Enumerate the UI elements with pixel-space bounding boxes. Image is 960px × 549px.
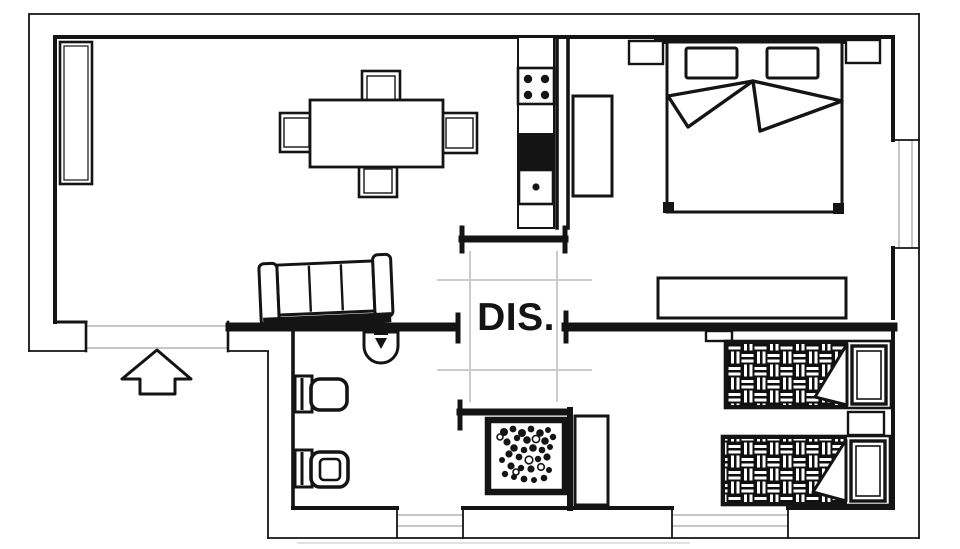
- dresser-icon: [656, 276, 848, 320]
- sofa-armrest: [257, 261, 281, 328]
- bedroom-double: [571, 35, 882, 320]
- bathroom: [293, 329, 569, 496]
- blanket-fold: [813, 342, 849, 407]
- nightstand-icon: [844, 38, 882, 65]
- sofa-back: [263, 312, 392, 328]
- windows-and-openings: [86, 140, 913, 544]
- bed-headboard: [654, 35, 846, 44]
- nightstand-icon: [846, 410, 886, 437]
- shower-pebbles-light: [496, 433, 546, 476]
- counter-black-section: [517, 133, 555, 170]
- living-dining-room: [58, 40, 479, 328]
- cooktop-icon: [516, 66, 556, 106]
- single-bed-icon: [723, 339, 893, 410]
- chair-icon: [278, 111, 315, 154]
- hallway-label: DIS.: [477, 296, 555, 339]
- chair-icon: [357, 164, 399, 199]
- toilet-icon: [293, 374, 349, 414]
- radiator-icon: [58, 40, 94, 186]
- outer-walls: [28, 13, 920, 539]
- bed-foot: [833, 203, 844, 214]
- dining-table-icon: [278, 69, 479, 199]
- entry-direction-arrow-icon: [120, 348, 193, 396]
- sofa-armrest: [371, 252, 395, 319]
- wardrobe-icon: [573, 414, 610, 507]
- single-bed-icon: [720, 434, 892, 507]
- bedroom-twin: [573, 339, 893, 507]
- chair-icon: [360, 69, 402, 104]
- tall-cabinet-icon: [571, 94, 614, 198]
- pillow-icon: [765, 46, 820, 80]
- pillow-icon: [684, 46, 739, 80]
- wall-pilaster: [704, 329, 734, 343]
- blanket-fold: [811, 438, 848, 503]
- sofa-cushions: [275, 259, 377, 317]
- washbasin-icon: [362, 329, 400, 365]
- hallway-guide-lines: [437, 251, 592, 402]
- bidet-icon: [293, 448, 350, 489]
- bed-foot: [663, 202, 674, 213]
- kitchen-sink-icon: [517, 168, 555, 206]
- sofa-icon: [257, 252, 395, 328]
- shower-icon: [484, 416, 569, 496]
- blanket-fold: [666, 79, 755, 129]
- nightstand-icon: [627, 39, 665, 66]
- blanket-fold: [751, 79, 844, 133]
- kitchen: [516, 36, 556, 229]
- chair-icon: [440, 111, 479, 155]
- table-top: [308, 98, 445, 169]
